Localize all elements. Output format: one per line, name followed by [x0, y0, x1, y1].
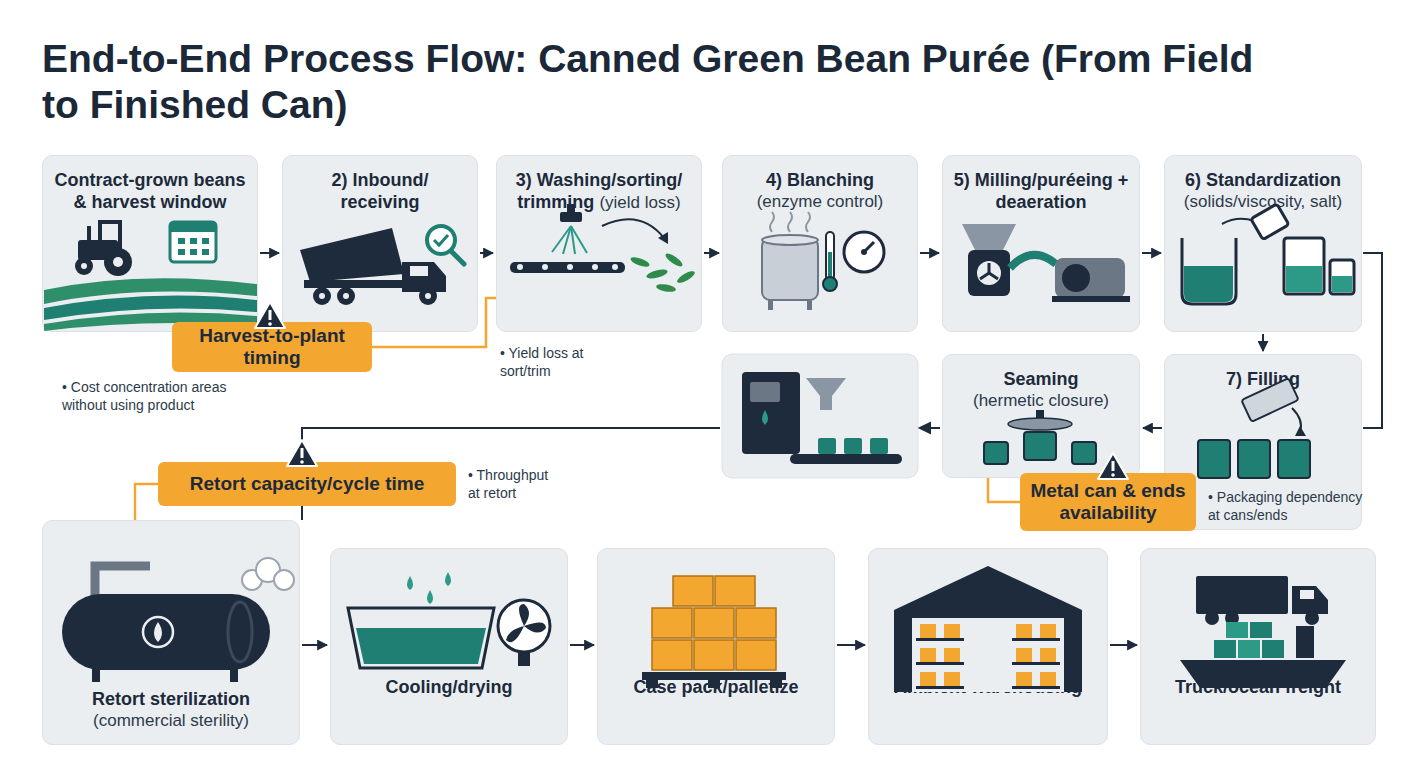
note-text: • Throughput at retort — [468, 466, 563, 502]
node-heading: Ambient warehousing — [875, 676, 1101, 698]
note-text: • Yield loss at sort/trim — [500, 344, 612, 380]
warning-triangle — [301, 448, 304, 458]
process-box: 5) Milling/puréeing + deaeration — [942, 155, 1140, 332]
flow-wire — [920, 423, 930, 433]
flow-arrow — [480, 252, 493, 254]
process-box: 2) Inbound/ receiving — [282, 155, 478, 332]
process-box: 4) Blanching(enzyme control) — [722, 155, 918, 332]
flow-arrow — [920, 252, 939, 254]
process-box: 6) Standardization(solids/viscosity, sal… — [1164, 155, 1362, 332]
machine-box — [870, 438, 888, 454]
node-text-group: Ambient warehousing — [875, 676, 1101, 698]
node-text-group: 7) Filling — [1168, 368, 1358, 390]
node-text-group: 5) Milling/puréeing + deaeration — [951, 169, 1131, 213]
note-text: • Cost concentration areas without using… — [62, 378, 252, 414]
machine-box — [742, 372, 800, 454]
node-text-group: Case pack/palletize — [606, 676, 826, 698]
callout-text: Retort capacity/cycle time — [190, 473, 424, 495]
node-subtext: (hermetic closure) — [946, 390, 1136, 412]
process-box: Ambient warehousing — [868, 548, 1108, 745]
node-heading: Truck/ocean freight — [1147, 676, 1369, 698]
flow-arrow — [302, 644, 327, 646]
node-heading: Cooling/drying — [339, 676, 559, 698]
machine-box — [722, 354, 918, 478]
node-text-group: Cooling/drying — [339, 676, 559, 698]
process-box: Case pack/palletize — [597, 548, 835, 745]
machine-box — [790, 454, 902, 464]
node-text-group: 3) Washing/sorting/ trimming(yield loss) — [501, 169, 697, 214]
callout-leader — [135, 484, 158, 520]
node-text-group: Truck/ocean freight — [1147, 676, 1369, 698]
flow-arrow — [570, 644, 594, 646]
node-heading: 5) Milling/puréeing + deaeration — [951, 169, 1131, 213]
process-box: Seaming(hermetic closure) — [942, 354, 1140, 478]
machine-box — [762, 410, 768, 425]
node-heading: 6) Standardization — [1168, 169, 1358, 191]
flow-arrow — [1142, 252, 1161, 254]
machine-box — [806, 378, 846, 410]
node-heading: 4) Blanching — [725, 169, 915, 191]
flow-arrow — [1110, 644, 1137, 646]
callout-text: Harvest-to-plant timing — [180, 325, 364, 369]
process-box: Cooling/drying — [330, 548, 568, 745]
machine-box — [750, 382, 780, 402]
node-heading: Seaming — [946, 368, 1136, 390]
node-text-group: 4) Blanching(enzyme control) — [725, 169, 915, 213]
node-subtext: (yield loss) — [599, 193, 680, 212]
node-subtext: (solids/viscosity, salt) — [1168, 191, 1358, 213]
warning-triangle — [269, 310, 272, 320]
node-heading: Contract-grown beans & harvest window — [50, 169, 250, 213]
machine-box — [818, 438, 836, 454]
node-heading: 2) Inbound/ receiving — [320, 169, 440, 213]
flow-wire — [926, 427, 940, 429]
node-text-group: 6) Standardization(solids/viscosity, sal… — [1168, 169, 1358, 213]
callout-box: Retort capacity/cycle time — [158, 462, 456, 506]
machine-box — [722, 354, 918, 478]
flow-arrow — [260, 252, 279, 254]
callout-box: Metal can & ends availability — [1020, 473, 1196, 531]
node-subtext: (commercial sterility) — [51, 710, 291, 732]
node-text-group: Seaming(hermetic closure) — [946, 368, 1136, 412]
node-heading: Case pack/palletize — [606, 676, 826, 698]
node-text-group: Retort sterilization(commercial sterilit… — [51, 688, 291, 732]
node-heading: 7) Filling — [1168, 368, 1358, 390]
process-box: Contract-grown beans & harvest window — [42, 155, 258, 332]
node-text-group: 2) Inbound/ receiving — [320, 169, 440, 213]
flow-arrow — [1262, 334, 1264, 351]
process-box: Truck/ocean freight — [1140, 548, 1376, 745]
node-heading: Retort sterilization — [51, 688, 291, 710]
flow-arrow — [1143, 427, 1162, 429]
machine-box — [844, 438, 862, 454]
process-box: Retort sterilization(commercial sterilit… — [42, 520, 300, 745]
flow-wire — [1363, 253, 1382, 428]
flow-arrow — [704, 252, 719, 254]
node-subtext: (enzyme control) — [725, 191, 915, 213]
note-text: • Packaging dependency at cans/ends — [1208, 488, 1373, 524]
callout-box: Harvest-to-plant timing — [172, 322, 372, 372]
callout-leader — [988, 478, 1020, 502]
callout-text: Metal can & ends availability — [1028, 480, 1188, 524]
process-box: 3) Washing/sorting/ trimming(yield loss) — [496, 155, 702, 332]
node-text-group: Contract-grown beans & harvest window — [50, 169, 250, 213]
flow-arrow — [837, 644, 865, 646]
diagram-title: End-to-End Process Flow: Canned Green Be… — [42, 36, 1272, 128]
